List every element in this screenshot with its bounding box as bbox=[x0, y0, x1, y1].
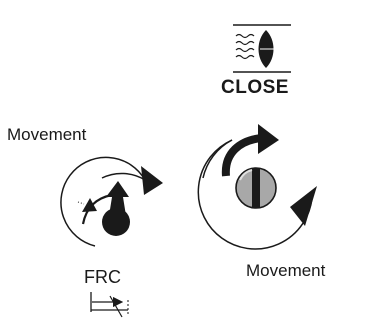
close-rotation-knob-icon bbox=[197, 124, 317, 250]
lens-close-icon bbox=[233, 24, 291, 73]
frc-label: FRC bbox=[84, 267, 121, 287]
frc-range-icon bbox=[90, 292, 129, 318]
movement-label-left: Movement bbox=[7, 125, 87, 144]
movement-label-right: Movement bbox=[246, 261, 326, 280]
close-label: CLOSE bbox=[221, 77, 289, 98]
frc-rotation-knob-icon bbox=[60, 156, 163, 247]
